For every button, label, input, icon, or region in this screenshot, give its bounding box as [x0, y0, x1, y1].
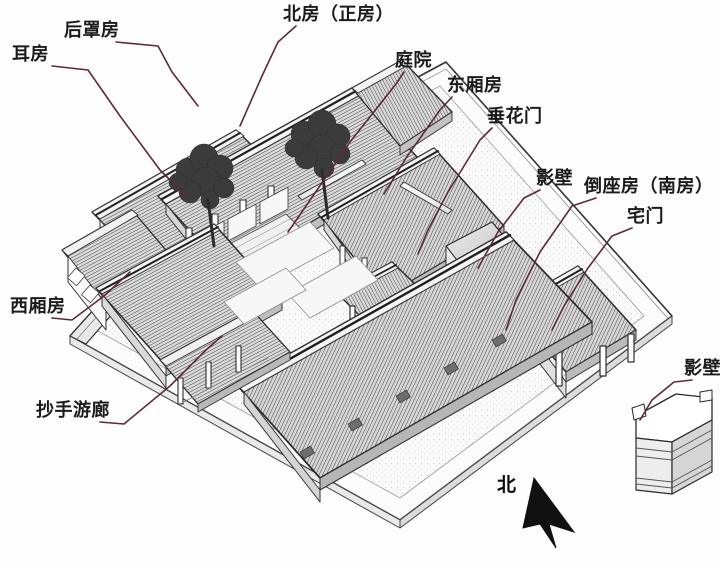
- leader-dao-zuo-fang: [505, 197, 597, 331]
- label-dong-xiang-fang: 东厢房: [447, 75, 503, 96]
- leader-ting-yuan: [287, 71, 405, 233]
- label-ying-bi-detail: 影壁: [684, 358, 720, 379]
- label-dao-zuo-fang: 倒座房（南房）: [584, 176, 714, 197]
- label-xi-xiang-fang: 西厢房: [10, 296, 66, 317]
- screen-wall-detail-inset: [631, 389, 713, 495]
- label-ting-yuan: 庭院: [395, 50, 432, 71]
- label-er-fang: 耳房: [12, 44, 49, 65]
- label-ying-bi-main: 影壁: [536, 168, 573, 189]
- leader-zhai-men: [551, 227, 633, 331]
- leader-xi-xiang-fang: [51, 271, 131, 321]
- label-hou-zhao-fang: 后罩房: [64, 20, 120, 41]
- leader-er-fang: [51, 65, 187, 197]
- leader-hou-zhao-fang: [115, 41, 199, 107]
- northeast-corner-roof: [351, 59, 453, 156]
- leader-ying-bi-detail: [639, 379, 693, 421]
- leader-ying-bi-main: [477, 189, 541, 269]
- courtyard-paving: [223, 221, 379, 325]
- label-bei-fang: 北房（正房）: [283, 4, 394, 25]
- label-chui-hua-men: 垂花门: [487, 106, 543, 127]
- leader-lines: [51, 25, 693, 425]
- label-zhai-men: 宅门: [627, 206, 664, 227]
- courtyard-wall-segments: [297, 159, 453, 215]
- covered-walkway-chaoshouyoulang: [159, 309, 291, 413]
- leader-bei-fang: [239, 25, 297, 127]
- courtyard-tree-east: [284, 109, 351, 220]
- leader-chui-hua-men: [417, 127, 493, 255]
- leader-chao-shou-you-lang: [99, 335, 223, 425]
- north-arrow-icon: [522, 476, 576, 549]
- courtyard-tree-west: [168, 143, 235, 248]
- south-building-daozuofang: [235, 231, 593, 503]
- leader-dong-xiang-fang: [383, 96, 453, 195]
- north-label: 北: [497, 474, 517, 496]
- label-chao-shou-you-lang: 抄手游廊: [36, 400, 110, 421]
